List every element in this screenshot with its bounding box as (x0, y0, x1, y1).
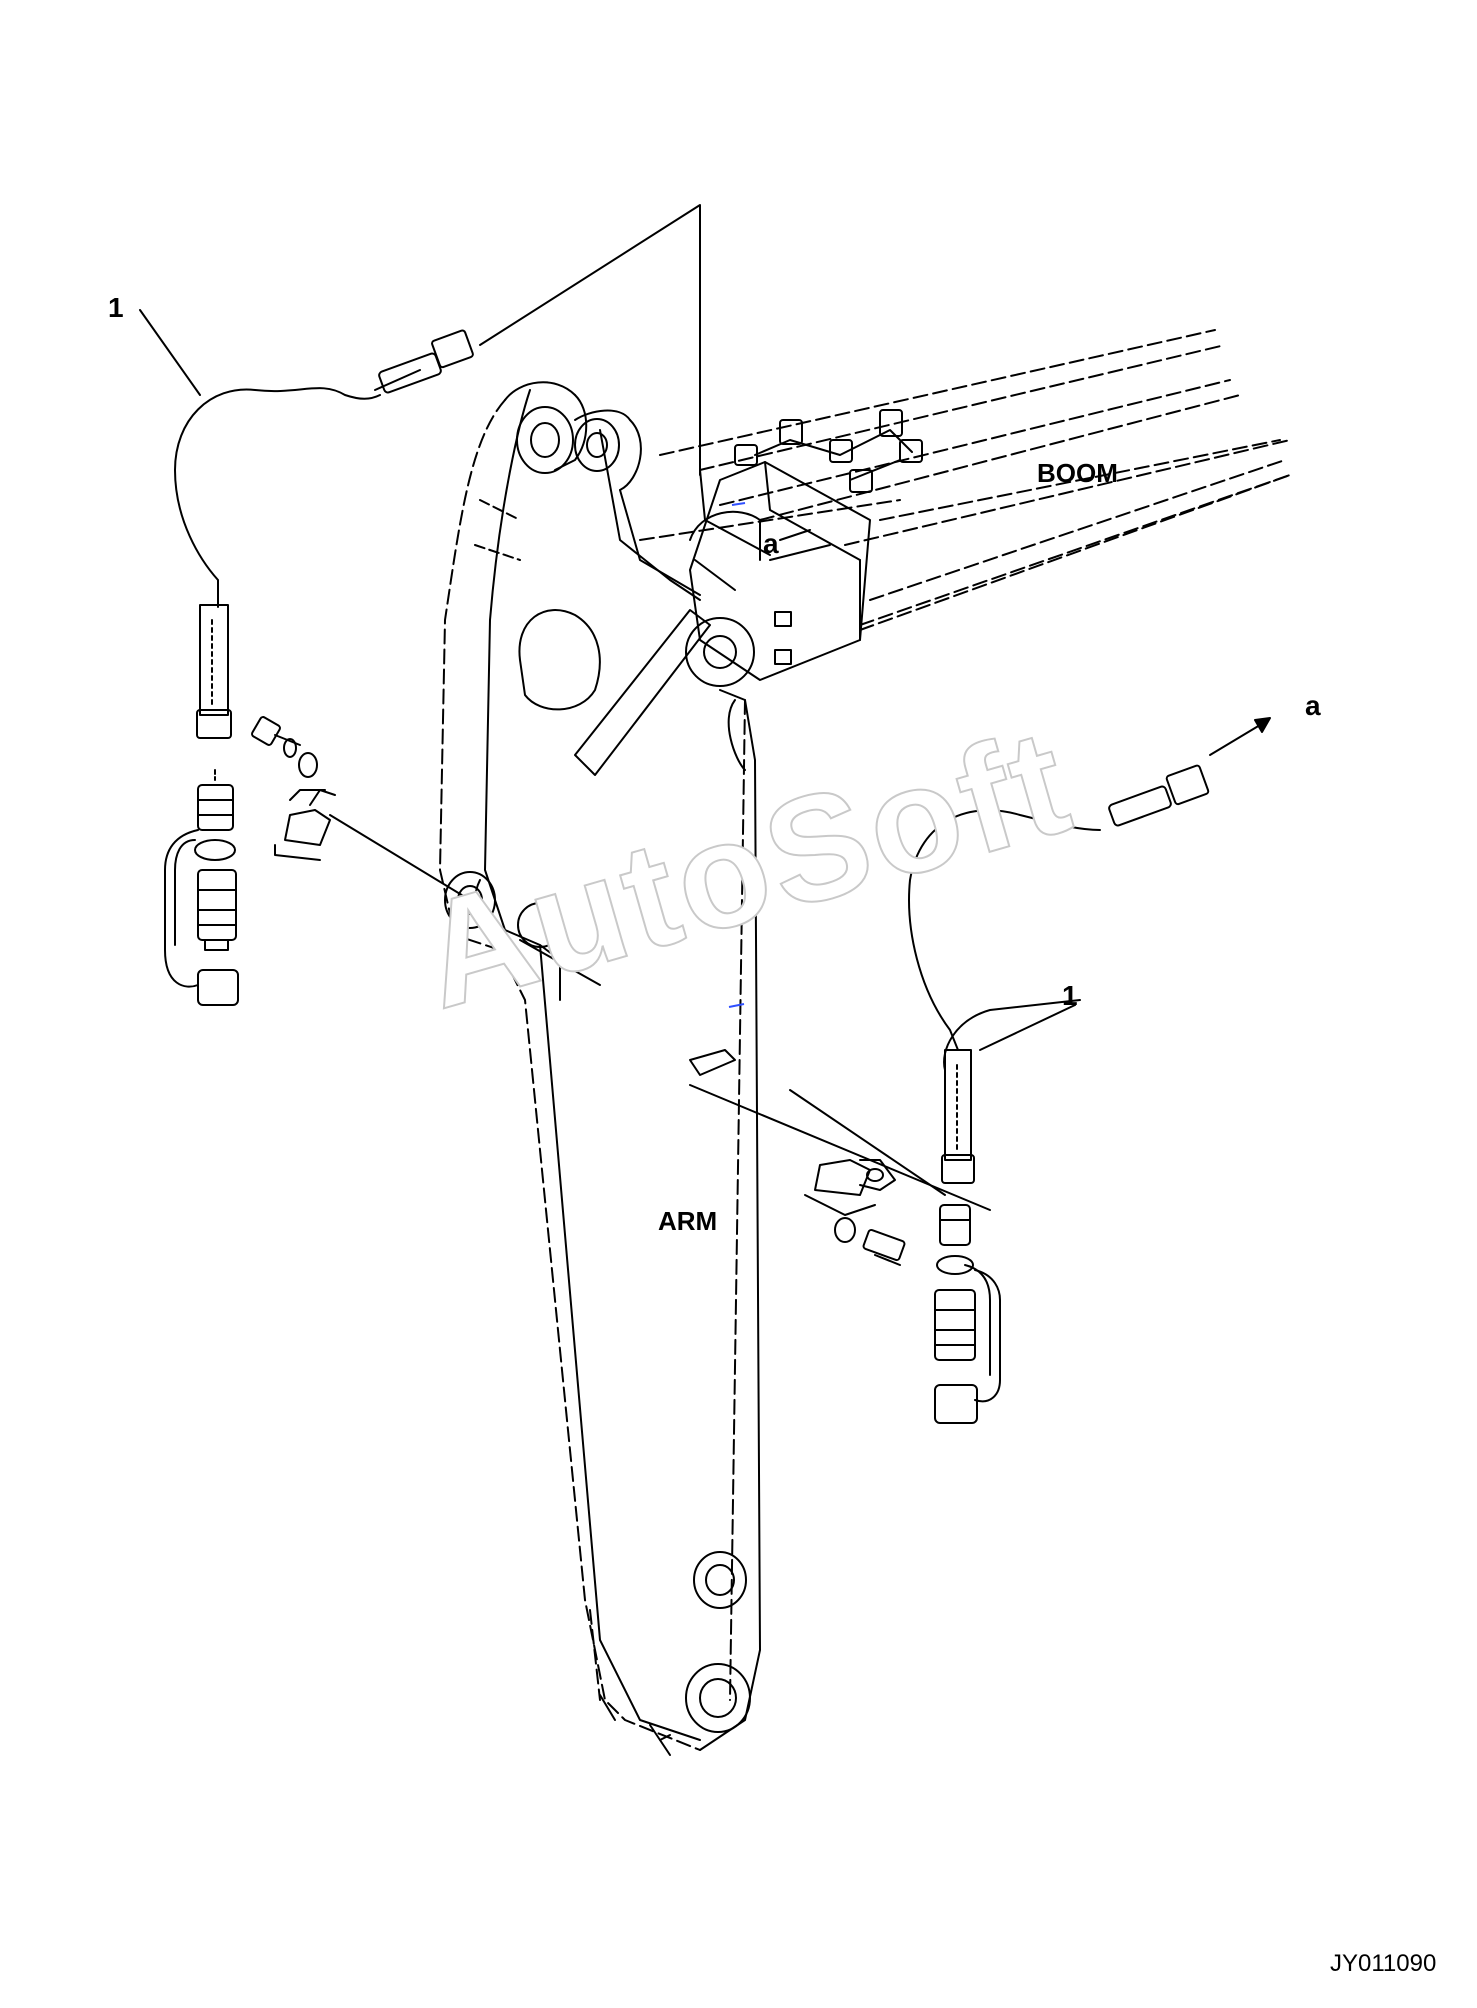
arm-label: ARM (658, 1206, 718, 1236)
callout-a-boom: a (763, 528, 779, 559)
drawing-number: JY011090 (1330, 1950, 1437, 1977)
top-leader (139, 204, 701, 476)
arm-features (444, 406, 751, 1733)
callout-a-arrow: a (1305, 690, 1321, 721)
boom-head (685, 461, 871, 687)
callout-1-right: 1 (1062, 980, 1078, 1011)
left-hose-assembly (164, 329, 474, 1006)
right-callout-leader (943, 999, 1081, 1071)
boom-fittings (734, 409, 923, 561)
callout-1-top: 1 (108, 292, 124, 323)
arm-outline (439, 381, 761, 1756)
boom-label: BOOM (1037, 458, 1118, 488)
right-hose-assembly (689, 717, 1271, 1424)
boom-outline (639, 329, 1291, 631)
